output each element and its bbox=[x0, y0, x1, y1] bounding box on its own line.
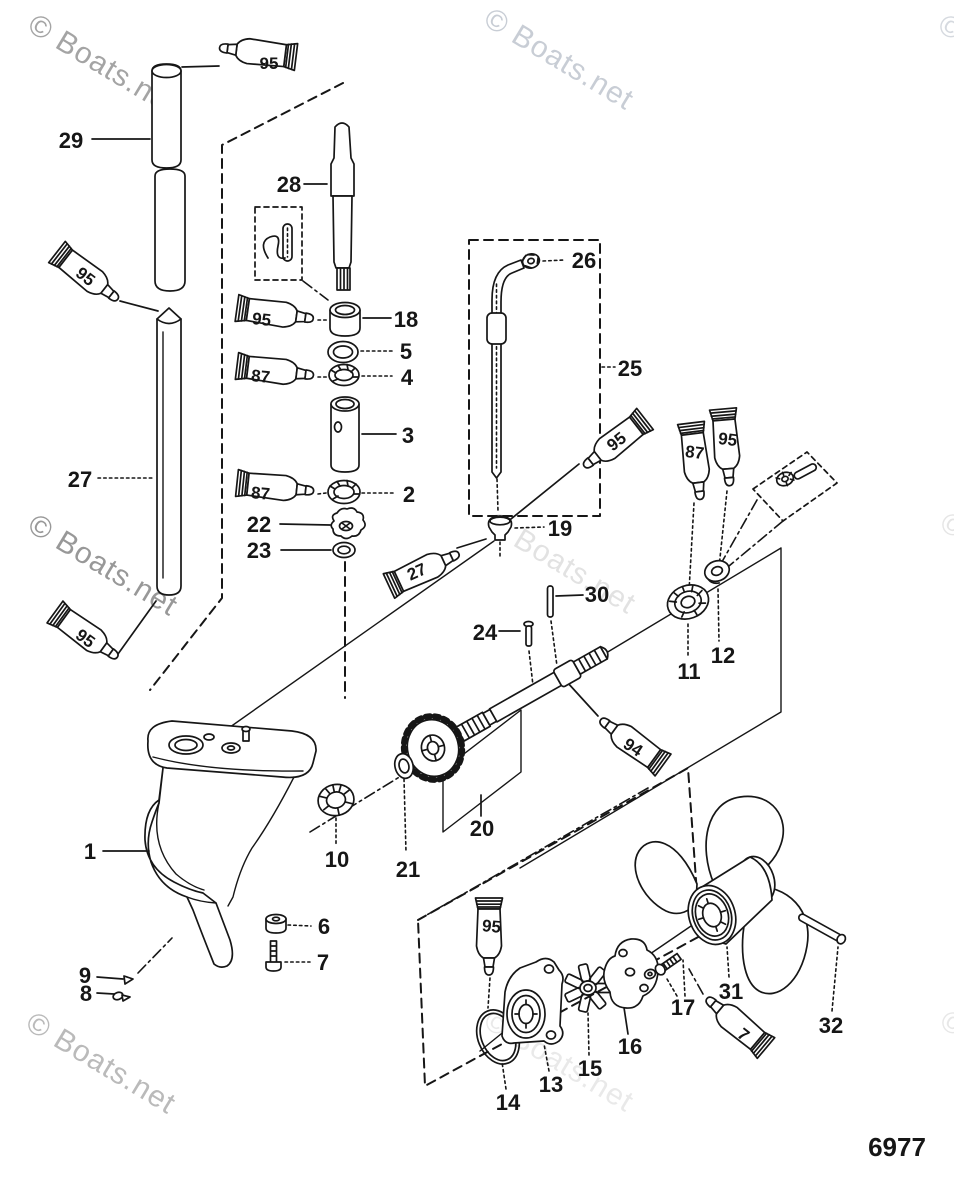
callout-10: 10 bbox=[325, 847, 349, 872]
part-25-water-tube bbox=[486, 259, 525, 479]
part-18-bushing bbox=[329, 301, 361, 337]
part-propeller-shaft bbox=[450, 645, 609, 745]
callout-25: 25 bbox=[618, 356, 642, 381]
part-12-washer bbox=[703, 559, 731, 585]
part-5-washer bbox=[327, 340, 359, 364]
part-16-wear-plate bbox=[602, 938, 659, 1009]
callout-4: 4 bbox=[401, 365, 414, 390]
part-15-impeller bbox=[564, 963, 613, 1013]
pinion-gear-box bbox=[442, 709, 522, 833]
callout-8: 8 bbox=[80, 981, 92, 1006]
callout-27: 27 bbox=[68, 467, 92, 492]
callout-18: 18 bbox=[394, 307, 418, 332]
callout-6: 6 bbox=[318, 914, 330, 939]
watermark-text: © Boats.net bbox=[20, 1006, 181, 1121]
tube-label-95: 95 bbox=[717, 429, 738, 450]
instruction-box-retainer-graphic bbox=[262, 223, 293, 262]
tube-labels: 95 95 95 87 87 95 27 95 87 95 94 95 7 bbox=[72, 54, 753, 1045]
callout-30: 30 bbox=[585, 582, 609, 607]
leader-lines bbox=[91, 65, 839, 1090]
callout-17: 17 bbox=[671, 995, 695, 1020]
part-6-washer bbox=[265, 913, 287, 934]
part-19-vent-plug bbox=[487, 515, 513, 541]
part-29-driveshaft-upper bbox=[151, 63, 186, 292]
callout-21: 21 bbox=[396, 857, 420, 882]
tube-label-95: 95 bbox=[481, 916, 502, 937]
callout-13: 13 bbox=[539, 1072, 563, 1097]
part-27-driveshaft-lower bbox=[156, 307, 182, 596]
part-17-screw bbox=[643, 952, 682, 980]
part-7-bolt bbox=[265, 940, 282, 972]
callout-labels: 29 28 18 5 4 3 2 22 23 27 26 25 19 30 24… bbox=[59, 128, 843, 1115]
callout-7: 7 bbox=[317, 950, 329, 975]
callout-26: 26 bbox=[572, 248, 596, 273]
diagram-number: 6977 bbox=[868, 1132, 926, 1162]
callout-31: 31 bbox=[719, 979, 743, 1004]
part-22-cam-follower bbox=[330, 507, 366, 540]
construction-lines bbox=[149, 82, 838, 1087]
part-11-bearing bbox=[666, 584, 710, 620]
callout-12: 12 bbox=[711, 643, 735, 668]
part-2-bearing-race bbox=[327, 479, 361, 505]
tube-87-icon bbox=[234, 468, 316, 506]
callout-23: 23 bbox=[247, 538, 271, 563]
tube-label-87: 87 bbox=[250, 483, 271, 504]
part-30-pin bbox=[546, 585, 554, 618]
part-3-bearing-carrier bbox=[330, 396, 360, 473]
part-1-gear-housing bbox=[144, 720, 317, 968]
part-8-screw bbox=[112, 991, 131, 1002]
callout-15: 15 bbox=[578, 1056, 602, 1081]
tube-label-87: 87 bbox=[250, 366, 271, 387]
water-pump-box bbox=[417, 767, 701, 1087]
instruction-box-grease-graphic bbox=[775, 463, 818, 487]
callout-28: 28 bbox=[277, 172, 301, 197]
instruction-box-retainer bbox=[254, 206, 303, 281]
callout-19: 19 bbox=[548, 516, 572, 541]
tube-95-icon bbox=[234, 293, 316, 333]
callout-24: 24 bbox=[473, 620, 498, 645]
tube-87-icon bbox=[234, 351, 316, 390]
callout-2: 2 bbox=[403, 482, 415, 507]
watermark-text: © Boats.net bbox=[934, 506, 954, 621]
part-4-bearing-race bbox=[328, 363, 360, 387]
tube-label-95: 95 bbox=[251, 309, 272, 330]
tube-label-95: 95 bbox=[260, 54, 279, 73]
part-26-nut bbox=[521, 253, 541, 269]
water-tube-box bbox=[468, 239, 601, 517]
part-31-propeller bbox=[634, 795, 809, 995]
part-24-pin bbox=[523, 620, 534, 647]
part-28-shift-shaft bbox=[330, 122, 355, 291]
part-10-bearing bbox=[317, 783, 355, 817]
tube-95-icon bbox=[217, 33, 299, 72]
callout-32: 32 bbox=[819, 1013, 843, 1038]
watermark-text: © Boats.net bbox=[932, 8, 954, 123]
callout-11: 11 bbox=[677, 659, 700, 684]
part-32-drive-pin bbox=[797, 913, 847, 945]
callout-16: 16 bbox=[618, 1034, 642, 1059]
part-9-screw bbox=[123, 975, 134, 985]
callout-9: 9 bbox=[79, 963, 91, 988]
part-13-water-pump-housing bbox=[501, 957, 564, 1045]
callout-14: 14 bbox=[496, 1090, 521, 1115]
part-21-washer bbox=[393, 752, 415, 780]
callout-1: 1 bbox=[84, 839, 96, 864]
callout-5: 5 bbox=[400, 339, 412, 364]
watermark-text: © Boats.net bbox=[478, 2, 639, 117]
callout-20: 20 bbox=[470, 816, 494, 841]
part-23-washer-small bbox=[332, 541, 356, 559]
instruction-box-grease bbox=[752, 451, 838, 522]
tube-label-87: 87 bbox=[684, 442, 705, 463]
callout-29: 29 bbox=[59, 128, 83, 153]
callout-22: 22 bbox=[247, 512, 271, 537]
callout-3: 3 bbox=[402, 423, 414, 448]
watermark-text: © Boats.net bbox=[934, 1004, 954, 1119]
